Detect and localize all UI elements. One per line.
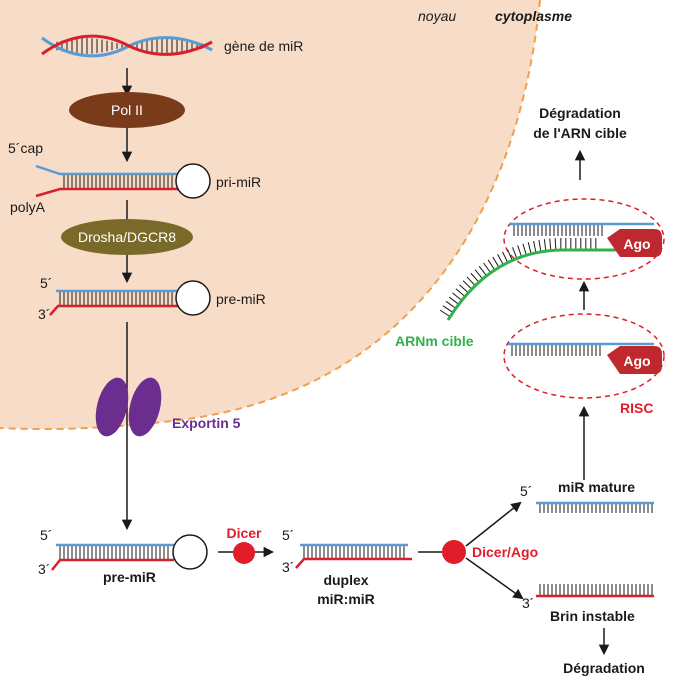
pre-mir-nuc-3prime: 3´ [38,306,50,322]
pri-mir-label: pri-miR [216,174,261,190]
nucleus-region [0,0,540,430]
ago-protein-target [607,229,662,257]
target-degradation-line1: Dégradation [539,105,621,121]
pre-mir-nuclear-hairpin [49,280,211,316]
duplex-label-line1: duplex [323,572,368,588]
arrow-to-mature-mir [465,501,522,547]
pri-mir-hairpin [35,163,211,199]
risc-complex-outline [503,313,665,399]
drosha-dgcr8-complex [61,219,193,255]
pol2-enzyme [69,92,185,128]
target-degradation-line2: de l'ARN cible [533,125,627,141]
duplex-label-line2: miR:miR [317,591,375,607]
duplex-5prime: 5´ [282,527,294,543]
pre-mir-cyt-3prime: 3´ [38,561,50,577]
target-mrna-label: ARNm cible [395,333,474,349]
arrow-to-unstable-strand [465,557,524,600]
duplex-3prime: 3´ [282,559,294,575]
unstable-3prime: 3´ [522,595,534,611]
target-mrna-strand [439,238,655,321]
ago-label-target: Ago [623,236,650,252]
mature-mir-strand [536,501,654,513]
pre-mir-nuc-label: pre-miR [216,291,266,307]
target-bound-mir-strand [510,222,654,236]
cap-label: 5´cap [8,140,43,156]
nuclear-envelope [0,0,541,431]
mir-duplex [295,543,412,569]
ago-label-risc: Ago [623,353,650,369]
mir-mature-label: miR mature [558,479,635,495]
gene-label: gène de miR [224,38,303,54]
dicer-label: Dicer [226,525,262,541]
degradation-label: Dégradation [563,660,645,676]
risc-label: RISC [620,400,653,416]
risc-target-complex-outline [503,198,665,280]
dicer-enzyme [233,542,255,564]
risc-mir-strand [508,342,654,356]
nucleus-label: noyau [418,8,456,24]
pre-mir-cytoplasmic-hairpin [51,534,208,571]
ago-protein-risc [607,346,662,374]
pre-mir-cyt-label: pre-miR [103,569,156,585]
dicer-ago-label: Dicer/Ago [472,544,538,560]
drosha-label: Drosha/DGCR8 [78,229,176,245]
dicer-ago-complex [442,540,466,564]
pre-mir-nuc-5prime: 5´ [40,275,52,291]
cytoplasm-label: cytoplasme [495,8,572,24]
mir-mature-5prime: 5´ [520,483,532,499]
pre-mir-cyt-5prime: 5´ [40,527,52,543]
polya-label: polyA [10,199,46,215]
unstable-strand-label: Brin instable [550,608,635,624]
exportin-5-protein [95,377,162,437]
unstable-strand [536,584,654,598]
exportin-label: Exportin 5 [172,415,241,431]
mir-gene-helix [41,34,213,58]
pol2-label: Pol II [111,102,143,118]
